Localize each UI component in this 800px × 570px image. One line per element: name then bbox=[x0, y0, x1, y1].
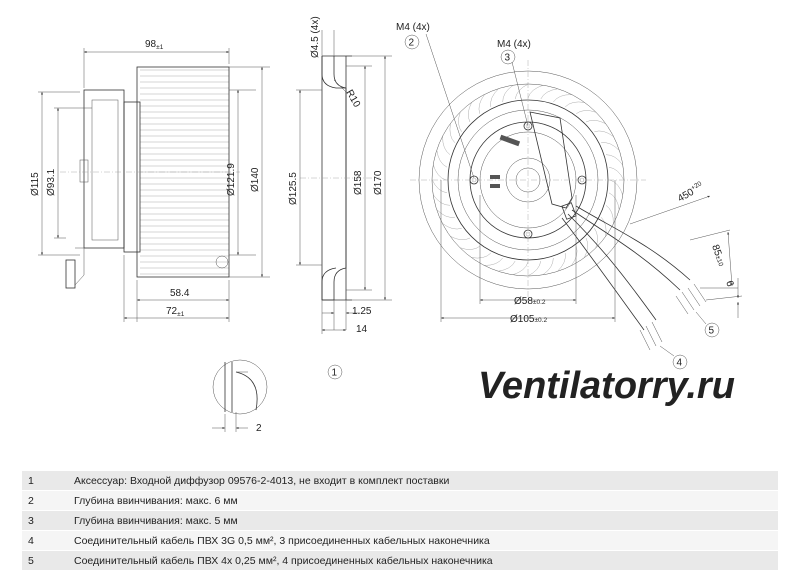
notes-table: 1 Аксессуар: Входной диффузор 09576-2-40… bbox=[22, 470, 778, 570]
note-number: 1 bbox=[22, 471, 68, 491]
impeller-blade bbox=[528, 85, 543, 98]
note-number: 4 bbox=[22, 531, 68, 551]
note-row: 4 Соединительный кабель ПВХ 3G 0,5 мм², … bbox=[22, 531, 778, 551]
dim-121-9: Ø121.9 bbox=[226, 163, 237, 196]
note-row: 3 Глубина ввинчивания: макс. 5 мм bbox=[22, 511, 778, 531]
impeller-blade bbox=[541, 89, 558, 99]
impeller-blade bbox=[576, 110, 596, 113]
impeller-blade bbox=[543, 258, 554, 275]
flange-view: Ø4.5 (4x) R10 Ø125.5 Ø158 Ø170 1.25 14 1 bbox=[288, 16, 392, 379]
impeller-blade bbox=[606, 155, 623, 166]
impeller-blade bbox=[484, 258, 503, 265]
impeller-blade bbox=[458, 112, 461, 132]
dim-115: Ø115 bbox=[30, 172, 41, 196]
impeller-blade bbox=[437, 150, 447, 167]
dim-140: Ø140 bbox=[250, 167, 261, 192]
note-text: Глубина ввинчивания: макс. 5 мм bbox=[68, 511, 778, 531]
technical-drawing: Ventilatorry.ru 98±1 Ø115 Ø93.1 Ø bbox=[0, 0, 800, 460]
impeller-blade bbox=[433, 165, 446, 180]
impeller-blade bbox=[450, 123, 455, 143]
dim-58: Ø58±0.2 bbox=[514, 296, 546, 307]
detail-view: 2 bbox=[212, 360, 267, 434]
dim-hole: Ø4.5 (4x) bbox=[310, 16, 321, 58]
impeller-blade bbox=[498, 261, 515, 271]
impeller-blade bbox=[513, 262, 528, 275]
dim-158: Ø158 bbox=[353, 170, 364, 195]
impeller-blade bbox=[460, 246, 480, 249]
dim-58-4: 58.4 bbox=[170, 288, 190, 299]
note-number: 2 bbox=[22, 491, 68, 511]
impeller-blade bbox=[586, 120, 606, 124]
dim-1-25: 1.25 bbox=[352, 306, 372, 317]
thread-label-a: M4 (4x) bbox=[396, 22, 430, 33]
cable-strip-6: 6 bbox=[723, 279, 735, 288]
note-row: 2 Глубина ввинчивания: макс. 6 мм bbox=[22, 491, 778, 511]
impeller-blade bbox=[432, 180, 447, 193]
dim-93-1: Ø93.1 bbox=[46, 168, 57, 196]
callout-2: 2 bbox=[409, 38, 415, 49]
impeller-blade bbox=[503, 85, 514, 102]
impeller-blade bbox=[450, 236, 470, 240]
impeller-blade bbox=[515, 84, 528, 99]
impeller-blade bbox=[553, 95, 572, 102]
dim-72: 72±1 bbox=[166, 306, 185, 318]
callout-3: 3 bbox=[505, 53, 511, 64]
impeller-blade bbox=[468, 102, 472, 122]
impeller-blade bbox=[601, 217, 606, 237]
cable-length-450: 450+20 bbox=[676, 180, 706, 204]
dim-125-5: Ø125.5 bbox=[288, 172, 299, 205]
note-row: 5 Соединительный кабель ПВХ 4x 0,25 мм²,… bbox=[22, 551, 778, 570]
impeller-blade bbox=[610, 180, 623, 195]
dim-170: Ø170 bbox=[373, 170, 384, 195]
side-view: 98±1 Ø115 Ø93.1 Ø121.9 Ø140 58.4 72±1 bbox=[30, 39, 270, 322]
note-row: 1 Аксессуар: Входной диффузор 09576-2-40… bbox=[22, 471, 778, 491]
cable-lugs bbox=[640, 284, 706, 350]
cable-length-85: 85±10 bbox=[709, 243, 727, 268]
impeller-blade bbox=[433, 195, 450, 206]
dim-14: 14 bbox=[356, 324, 368, 335]
callout-1: 1 bbox=[332, 368, 338, 379]
note-number: 5 bbox=[22, 551, 68, 570]
impeller-blade bbox=[471, 253, 491, 258]
watermark: Ventilatorry.ru bbox=[478, 365, 735, 407]
note-text: Соединительный кабель ПВХ 3G 0,5 мм², 3 … bbox=[68, 531, 778, 551]
dim-98: 98±1 bbox=[145, 39, 164, 51]
note-text: Аксессуар: Входной диффузор 09576-2-4013… bbox=[68, 471, 778, 491]
impeller-blade bbox=[528, 261, 541, 276]
impeller-blade bbox=[609, 167, 624, 180]
callout-5: 5 bbox=[709, 326, 715, 337]
impeller-blade bbox=[606, 205, 613, 224]
note-number: 3 bbox=[22, 511, 68, 531]
dim-105: Ø105±0.2 bbox=[510, 314, 547, 325]
impeller-blade bbox=[565, 102, 585, 107]
dim-2: 2 bbox=[256, 423, 262, 434]
callout-4: 4 bbox=[677, 358, 683, 369]
impeller-blade bbox=[443, 136, 450, 155]
front-view: M4 (4x) 2 M4 (4x) 3 Ø58±0.2 Ø105±0.2 450… bbox=[396, 22, 742, 369]
impeller-blade bbox=[609, 193, 619, 210]
note-text: Соединительный кабель ПВХ 4x 0,25 мм², 4… bbox=[68, 551, 778, 570]
note-text: Глубина ввинчивания: макс. 6 мм bbox=[68, 491, 778, 511]
thread-label-b: M4 (4x) bbox=[497, 39, 531, 50]
